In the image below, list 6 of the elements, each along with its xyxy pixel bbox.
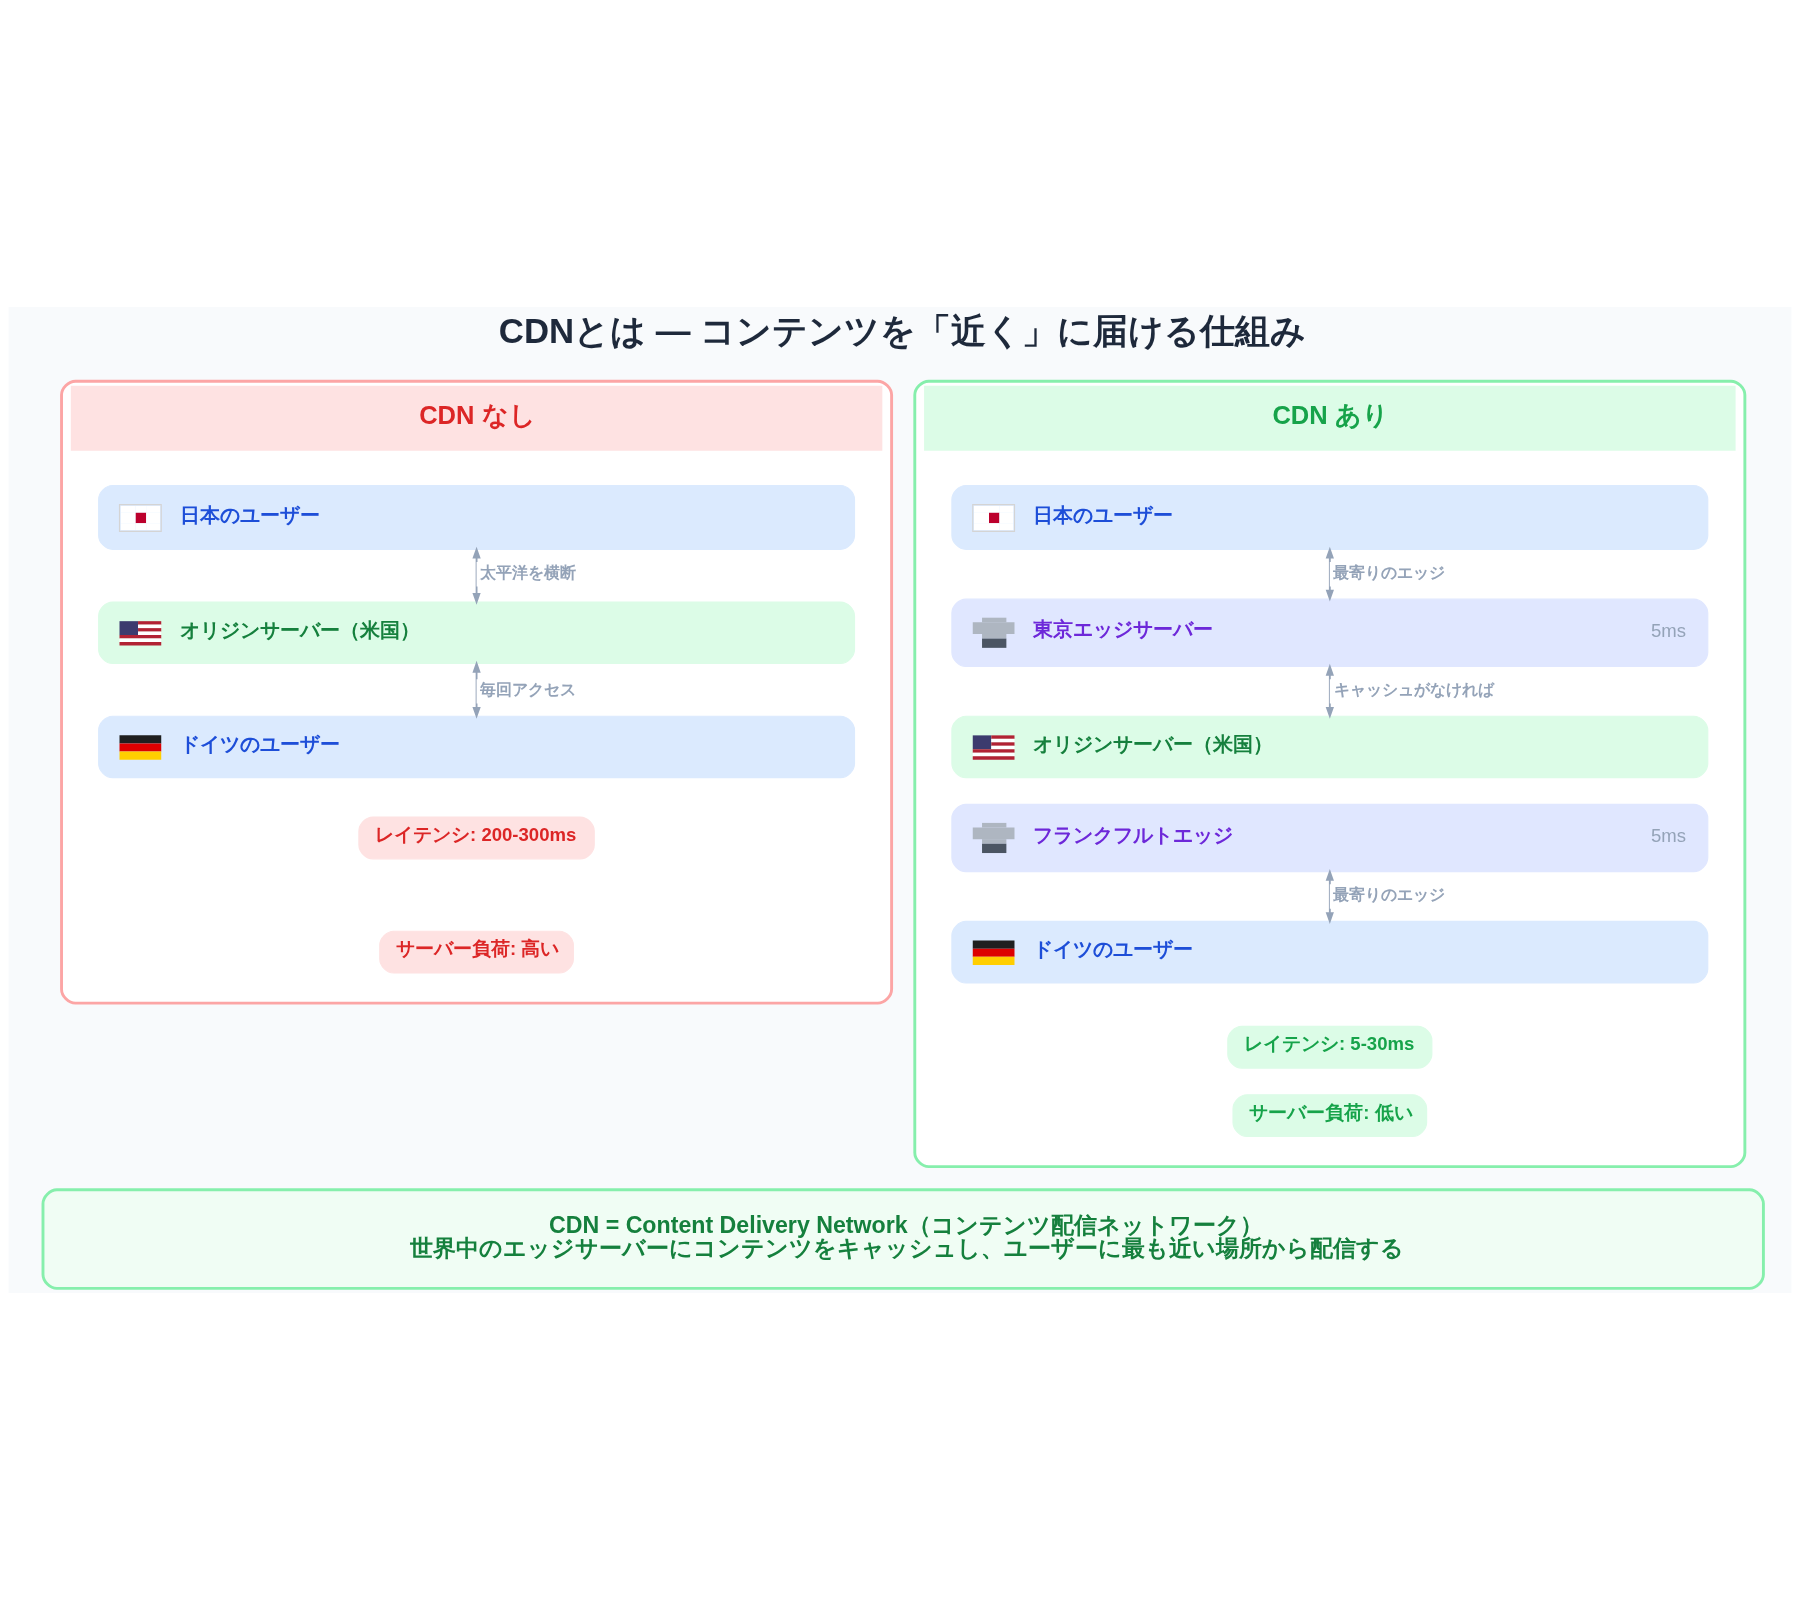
edge-label: 最寄りのエッジ xyxy=(1333,885,1446,904)
edge-label: 最寄りのエッジ xyxy=(1333,562,1446,581)
edge-label: キャッシュがなければ xyxy=(1333,680,1494,699)
diagram-title: CDNとは — コンテンツを「近く」に届ける仕組み xyxy=(498,311,1307,350)
edge-label: 太平洋を横断 xyxy=(480,562,577,581)
edge-label: 毎回アクセス xyxy=(480,680,577,699)
